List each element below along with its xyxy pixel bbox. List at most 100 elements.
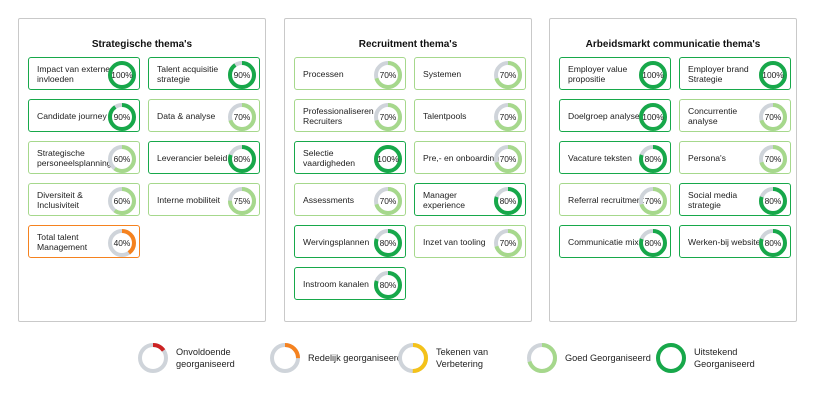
theme-card[interactable]: Inzet van tooling 70% xyxy=(414,225,526,258)
score-value: 80% xyxy=(233,153,251,164)
theme-label: Impact van externe invloeden xyxy=(37,63,111,84)
score-gauge: 60% xyxy=(108,186,136,215)
theme-label: Candidate journey xyxy=(37,110,107,121)
score-gauge: 70% xyxy=(374,186,402,215)
score-gauge: 90% xyxy=(108,102,136,131)
score-value: 100% xyxy=(377,153,399,164)
score-value: 70% xyxy=(379,69,397,80)
gauge-arc xyxy=(228,144,256,173)
score-value: 70% xyxy=(764,111,782,122)
score-value: 80% xyxy=(379,279,397,290)
score-value: 75% xyxy=(233,195,251,206)
score-value: 80% xyxy=(764,237,782,248)
legend-label: Tekenen van Verbetering xyxy=(436,347,489,369)
gauge-arc xyxy=(759,144,787,173)
score-gauge: 100% xyxy=(759,60,787,89)
gauge-arc xyxy=(228,60,256,89)
score-gauge: 80% xyxy=(494,186,522,215)
theme-card[interactable]: Systemen 70% xyxy=(414,57,526,90)
theme-card[interactable]: Employer value propositie 100% xyxy=(559,57,671,90)
score-gauge: 80% xyxy=(228,144,256,173)
gauge-arc xyxy=(108,228,136,257)
theme-label: Doelgroep analyse xyxy=(568,110,640,121)
score-value: 80% xyxy=(764,195,782,206)
score-gauge: 70% xyxy=(759,102,787,131)
score-value: 90% xyxy=(113,111,131,122)
score-gauge: 80% xyxy=(374,270,402,299)
score-value: 100% xyxy=(642,69,664,80)
gauge-arc xyxy=(374,228,402,257)
theme-label: Employer brand Strategie xyxy=(688,63,749,84)
score-value: 90% xyxy=(233,69,251,80)
score-gauge: 100% xyxy=(639,60,667,89)
panel-labour-market: Arbeidsmarkt communicatie thema's Employ… xyxy=(549,18,797,322)
gauge-arc xyxy=(759,60,787,89)
score-gauge: 70% xyxy=(494,228,522,257)
gauge-arc xyxy=(656,343,686,373)
theme-label: Manager experience xyxy=(423,189,466,210)
legend-ring-icon xyxy=(398,343,428,373)
theme-card[interactable]: Talent acquisitie strategie 90% xyxy=(148,57,260,90)
theme-label: Persona's xyxy=(688,152,726,163)
gauge-arc xyxy=(108,102,136,131)
theme-label: Systemen xyxy=(423,68,462,79)
theme-card[interactable]: Candidate journey 90% xyxy=(28,99,140,132)
gauge-arc xyxy=(108,144,136,173)
score-gauge: 80% xyxy=(639,144,667,173)
score-value: 70% xyxy=(233,111,251,122)
legend-ring-icon xyxy=(270,343,300,373)
panel-strategic: Strategische thema's Impact van externe … xyxy=(18,18,266,322)
score-gauge: 80% xyxy=(639,228,667,257)
score-gauge: 100% xyxy=(108,60,136,89)
gauge-arc xyxy=(374,270,402,299)
theme-card[interactable]: Selectie vaardigheden 100% xyxy=(294,141,406,174)
legend-label: Redelijk georganiseerd xyxy=(308,353,402,363)
theme-label: Employer value propositie xyxy=(568,63,628,84)
panel-title: Arbeidsmarkt communicatie thema's xyxy=(585,39,761,50)
theme-label: Wervingsplannen xyxy=(303,236,370,247)
score-gauge: 80% xyxy=(759,186,787,215)
score-value: 100% xyxy=(111,69,133,80)
theme-label: Pre,- en onboarding xyxy=(423,152,499,163)
gauge-arc xyxy=(494,144,522,173)
score-value: 100% xyxy=(642,111,664,122)
score-value: 100% xyxy=(762,69,784,80)
theme-card[interactable]: Persona's 70% xyxy=(679,141,791,174)
score-gauge: 70% xyxy=(494,60,522,89)
score-value: 60% xyxy=(113,195,131,206)
theme-card[interactable]: Manager experience 80% xyxy=(414,183,526,216)
theme-label: Talent acquisitie strategie xyxy=(157,63,219,84)
score-value: 80% xyxy=(644,237,662,248)
gauge-arc xyxy=(639,60,667,89)
gauge-arc xyxy=(759,102,787,131)
score-gauge: 70% xyxy=(374,102,402,131)
theme-label: Selectie vaardigheden xyxy=(303,147,356,168)
score-value: 70% xyxy=(764,153,782,164)
theme-label: Inzet van tooling xyxy=(423,236,486,247)
theme-card[interactable]: Employer brand Strategie 100% xyxy=(679,57,791,90)
gauge-arc xyxy=(527,343,557,373)
